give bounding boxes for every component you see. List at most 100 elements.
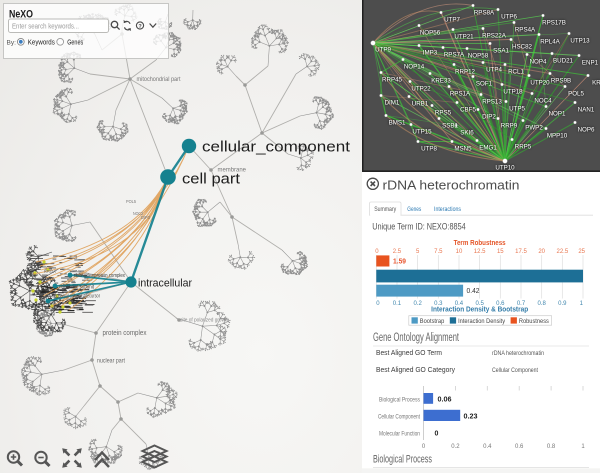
svg-text:Bootstrap: Bootstrap xyxy=(420,319,445,325)
svg-text:NOP1: NOP1 xyxy=(549,110,566,117)
svg-text:0.4: 0.4 xyxy=(455,301,464,307)
svg-text:RPS8A: RPS8A xyxy=(474,9,495,16)
svg-text:IMP3: IMP3 xyxy=(423,49,438,56)
svg-text:UTP22: UTP22 xyxy=(411,85,431,92)
svg-text:nuclear part: nuclear part xyxy=(97,358,125,365)
svg-text:DIM1: DIM1 xyxy=(385,99,400,106)
svg-text:HSC82: HSC82 xyxy=(512,43,533,50)
svg-text:site of polarized growth: site of polarized growth xyxy=(180,318,229,324)
svg-text:2.5: 2.5 xyxy=(393,249,402,255)
svg-text:UTP10: UTP10 xyxy=(495,165,515,172)
svg-text:membrane: membrane xyxy=(218,166,247,173)
svg-text:UTP13: UTP13 xyxy=(570,37,590,44)
svg-text:Genes: Genes xyxy=(407,206,422,213)
svg-text:NOP56: NOP56 xyxy=(420,29,441,36)
svg-text:0.7: 0.7 xyxy=(517,301,526,307)
svg-text:22.5: 22.5 xyxy=(556,249,568,255)
svg-text:10: 10 xyxy=(456,249,463,255)
svg-text:RPS4A: RPS4A xyxy=(515,26,536,33)
svg-text:Biological Process: Biological Process xyxy=(373,454,432,466)
svg-text:0: 0 xyxy=(435,431,439,438)
svg-text:0.5: 0.5 xyxy=(475,301,484,307)
svg-text:POL5: POL5 xyxy=(568,90,584,97)
svg-text:SOF1: SOF1 xyxy=(476,80,493,87)
svg-text:UTP7: UTP7 xyxy=(444,16,460,23)
svg-text:mitochondrial part: mitochondrial part xyxy=(137,76,181,83)
svg-text:0.3: 0.3 xyxy=(434,301,443,307)
svg-text:SKI6: SKI6 xyxy=(460,129,474,136)
svg-text:Cellular Component: Cellular Component xyxy=(378,415,420,421)
svg-text:RPS22A: RPS22A xyxy=(482,32,507,39)
svg-text:15: 15 xyxy=(497,249,504,255)
svg-text:RRP12: RRP12 xyxy=(455,68,476,75)
svg-text:5: 5 xyxy=(416,249,420,255)
svg-text:Genes: Genes xyxy=(67,38,83,47)
svg-text:ribonucleoprotein complex: ribonucleoprotein complex xyxy=(74,273,125,279)
svg-text:0: 0 xyxy=(375,249,379,255)
svg-text:1.59: 1.59 xyxy=(393,259,406,266)
svg-text:ribosomal subunit precursor: ribosomal subunit precursor xyxy=(52,294,100,300)
svg-text:0.42: 0.42 xyxy=(467,288,480,295)
svg-text:RPS1A: RPS1A xyxy=(44,269,56,274)
svg-text:0.8: 0.8 xyxy=(537,301,546,307)
svg-text:RPL4A: RPL4A xyxy=(540,38,560,45)
svg-text:1: 1 xyxy=(580,301,584,307)
svg-text:Robustness: Robustness xyxy=(519,319,549,325)
svg-text:Unique Term ID: NEXO:8854: Unique Term ID: NEXO:8854 xyxy=(372,222,466,233)
svg-text:RPS1A: RPS1A xyxy=(450,90,471,97)
svg-text:BUD21: BUD21 xyxy=(553,57,574,64)
svg-text:RPS5: RPS5 xyxy=(435,109,452,116)
svg-text:UTP8: UTP8 xyxy=(421,145,437,152)
svg-text:SSB1: SSB1 xyxy=(442,122,458,129)
svg-text:1: 1 xyxy=(581,444,585,450)
svg-text:ENP1: ENP1 xyxy=(582,59,599,66)
svg-text:0.2: 0.2 xyxy=(413,301,422,307)
svg-text:intracellular: intracellular xyxy=(138,278,192,290)
svg-text:ribosomal subunit: ribosomal subunit xyxy=(59,285,94,291)
svg-text:protein complex: protein complex xyxy=(103,330,147,337)
svg-text:NOC4: NOC4 xyxy=(534,97,552,104)
svg-text:rDNA heterochromatin: rDNA heterochromatin xyxy=(383,177,520,192)
svg-text:EMG1: EMG1 xyxy=(479,144,497,151)
svg-text:BMS1: BMS1 xyxy=(389,119,406,126)
svg-text:URB1: URB1 xyxy=(412,100,429,107)
svg-text:17.5: 17.5 xyxy=(515,249,527,255)
svg-text:UTP4: UTP4 xyxy=(486,66,502,73)
svg-text:Term Robustness: Term Robustness xyxy=(454,240,506,247)
svg-text:Biological Process: Biological Process xyxy=(379,398,420,404)
svg-text:Interactions: Interactions xyxy=(434,206,462,213)
svg-text:KRE33: KRE33 xyxy=(431,77,451,84)
svg-text:NOP6: NOP6 xyxy=(578,126,595,133)
svg-text:RCL1: RCL1 xyxy=(508,68,524,75)
svg-text:0: 0 xyxy=(376,301,380,307)
svg-text:NOP58: NOP58 xyxy=(468,52,489,59)
svg-text:DIP3: DIP3 xyxy=(141,215,150,220)
svg-text:UTP15: UTP15 xyxy=(412,128,432,135)
svg-text:0.1: 0.1 xyxy=(393,301,402,307)
svg-text:7.5: 7.5 xyxy=(434,249,443,255)
svg-text:25: 25 xyxy=(578,249,585,255)
svg-text:RRP45: RRP45 xyxy=(382,76,403,83)
svg-text:RPS9B: RPS9B xyxy=(551,77,571,84)
svg-text:Keywords: Keywords xyxy=(28,38,55,47)
svg-text:RPS13: RPS13 xyxy=(482,98,502,105)
svg-text:DIP2: DIP2 xyxy=(482,113,496,120)
svg-text:Best Aligned GO Term: Best Aligned GO Term xyxy=(376,350,442,357)
svg-text:RRP5: RRP5 xyxy=(515,143,532,150)
svg-text:cellular_component: cellular_component xyxy=(202,139,351,156)
svg-text:0.8: 0.8 xyxy=(547,444,556,450)
svg-text:NeXO: NeXO xyxy=(9,9,33,21)
svg-text:0.6: 0.6 xyxy=(515,444,524,450)
svg-text:rDNA heterochromatin: rDNA heterochromatin xyxy=(492,350,544,357)
svg-text:POL5: POL5 xyxy=(126,199,136,204)
svg-text:20: 20 xyxy=(538,249,545,255)
svg-text:UTP21: UTP21 xyxy=(454,33,474,40)
svg-text:NAN1: NAN1 xyxy=(578,106,595,113)
svg-text:NOC2: NOC2 xyxy=(133,211,143,216)
svg-text:Cellular Component: Cellular Component xyxy=(492,367,538,374)
svg-text:NOP4: NOP4 xyxy=(530,58,547,65)
svg-text:0: 0 xyxy=(422,444,426,450)
svg-text:0.2: 0.2 xyxy=(451,444,460,450)
svg-text:0.6: 0.6 xyxy=(496,301,505,307)
svg-text:Interaction Density: Interaction Density xyxy=(458,319,505,325)
